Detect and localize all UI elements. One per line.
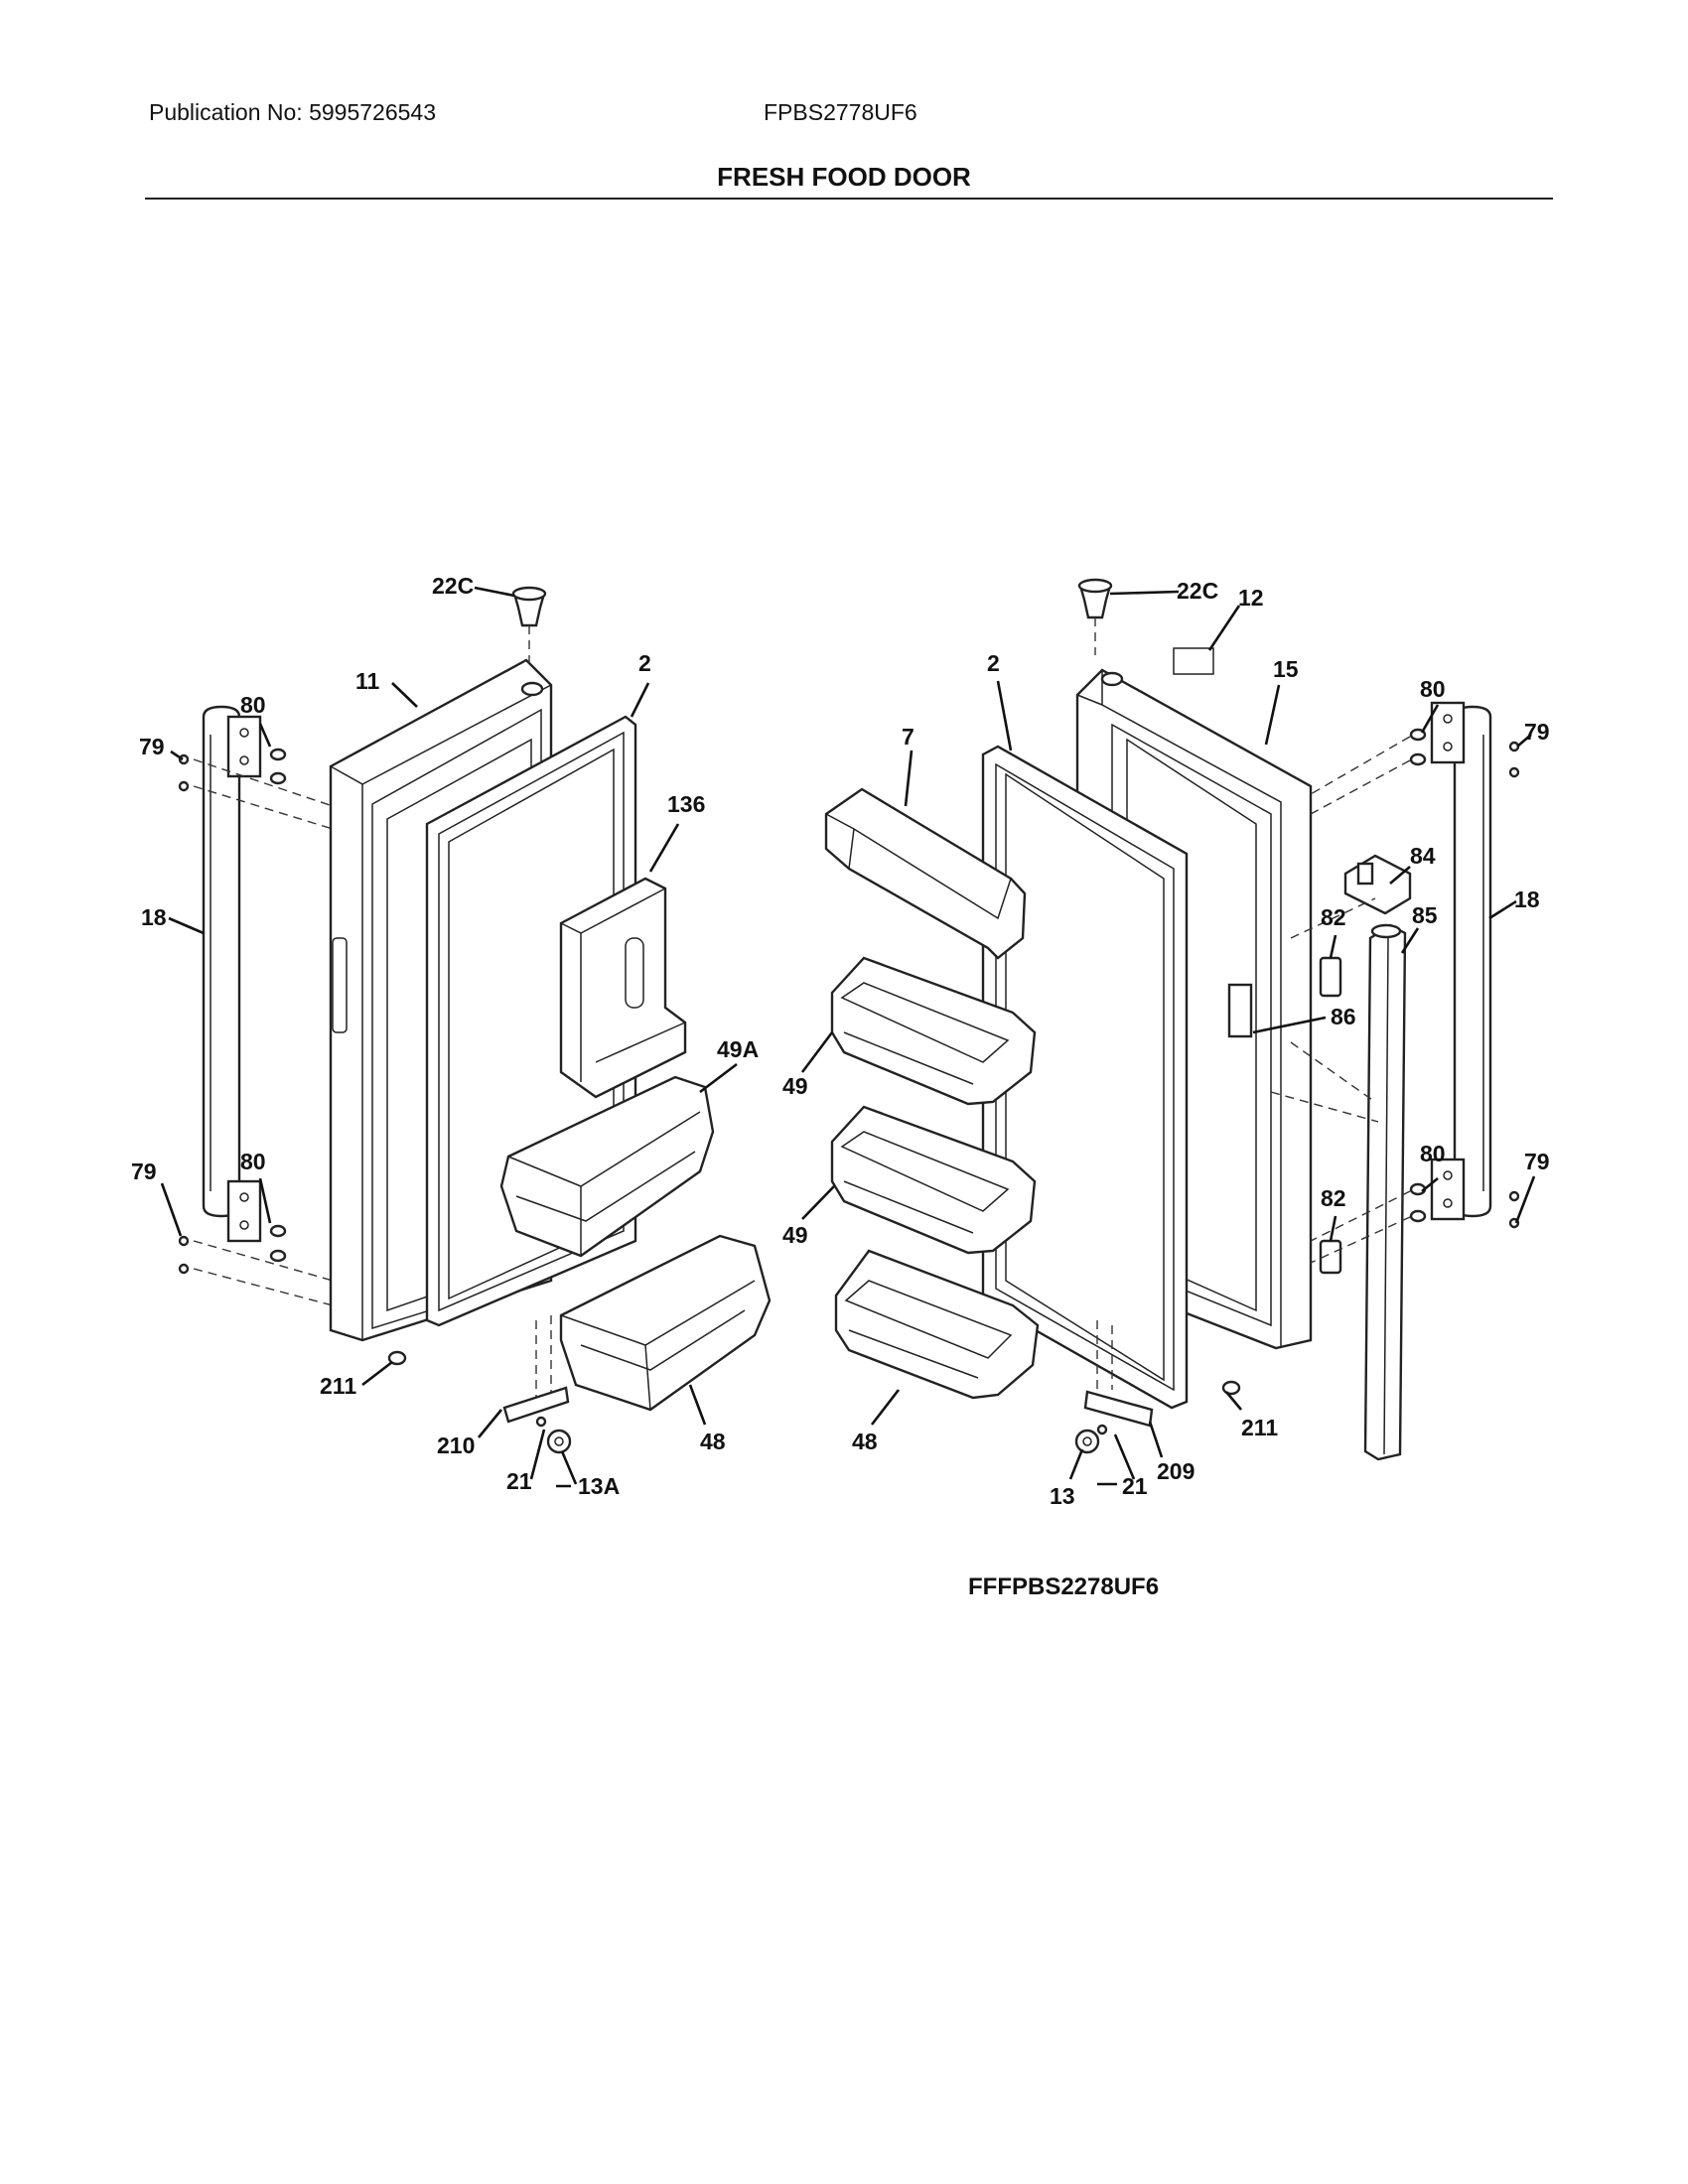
callout-211-right: 211 — [1241, 1415, 1278, 1440]
callout-48-right: 48 — [852, 1429, 878, 1454]
right-bottom-hinge — [1074, 1320, 1241, 1454]
callout-21-left: 21 — [506, 1468, 532, 1494]
left-door-bin-48 — [559, 1234, 772, 1412]
left-upper-dispenser-bin — [559, 877, 687, 1099]
right-door-hinge-84 — [1343, 854, 1412, 915]
right-door-handle — [1430, 701, 1492, 1221]
model-number: FPBS2778UF6 — [764, 99, 917, 125]
callout-15: 15 — [1273, 656, 1299, 682]
callout-18-right: 18 — [1514, 887, 1540, 912]
callout-210: 210 — [437, 1433, 475, 1458]
door-label — [1173, 647, 1214, 675]
callout-22c-right: 22C — [1177, 578, 1218, 604]
callout-2-right: 2 — [987, 650, 1000, 676]
callout-49a: 49A — [717, 1036, 759, 1062]
callout-11: 11 — [355, 668, 380, 694]
publication-number: Publication No: 5995726543 — [149, 99, 437, 125]
callout-82-top: 82 — [1321, 904, 1346, 930]
callout-48-left: 48 — [700, 1429, 726, 1454]
callout-79-bl: 79 — [131, 1159, 157, 1184]
callout-79-tl: 79 — [139, 734, 165, 759]
left-handle-screws — [178, 748, 287, 1275]
callout-80-tr: 80 — [1420, 676, 1446, 702]
callout-49-upper: 49 — [782, 1073, 808, 1099]
callout-82-bottom: 82 — [1321, 1185, 1346, 1211]
callout-211-left: 211 — [320, 1373, 356, 1399]
callout-80-br: 80 — [1420, 1141, 1446, 1166]
plug-82-top — [1319, 956, 1342, 998]
callout-80-bl: 80 — [240, 1149, 266, 1174]
leader-lines — [160, 586, 1536, 1488]
section-title: FRESH FOOD DOOR — [717, 162, 971, 192]
right-door-bin-49-upper — [830, 956, 1037, 1106]
callout-80-tl: 80 — [240, 692, 266, 718]
callout-2-left: 2 — [638, 650, 651, 676]
callout-13: 13 — [1050, 1483, 1075, 1509]
callout-49-lower: 49 — [782, 1222, 808, 1248]
left-door-bin-49a — [499, 1075, 715, 1258]
right-upper-shelf — [824, 787, 1027, 960]
left-door-handle — [202, 705, 262, 1243]
callout-22c-left: 22C — [432, 573, 474, 599]
callout-136: 136 — [667, 791, 705, 817]
right-door-bin-49-lower — [830, 1105, 1037, 1255]
trim-strip-85 — [1363, 923, 1407, 1461]
right-door-top-cap — [1077, 578, 1113, 619]
left-door-top-cap — [511, 586, 547, 627]
callout-79-tr: 79 — [1524, 719, 1550, 745]
left-bottom-hinge — [387, 1315, 572, 1454]
callout-13a: 13A — [578, 1473, 620, 1499]
callout-84: 84 — [1410, 843, 1436, 869]
right-door-bin-48 — [834, 1249, 1040, 1400]
callout-86: 86 — [1331, 1004, 1356, 1029]
callout-79-br: 79 — [1524, 1149, 1550, 1174]
callout-21-right: 21 — [1122, 1473, 1148, 1499]
callout-12: 12 — [1238, 585, 1264, 611]
diagram-model-code: FFFPBS2278UF6 — [968, 1573, 1160, 1600]
callout-7: 7 — [902, 724, 914, 750]
callout-85: 85 — [1412, 902, 1438, 928]
callout-209: 209 — [1157, 1458, 1195, 1484]
header-divider — [145, 198, 1553, 200]
callout-18-left: 18 — [141, 904, 167, 930]
